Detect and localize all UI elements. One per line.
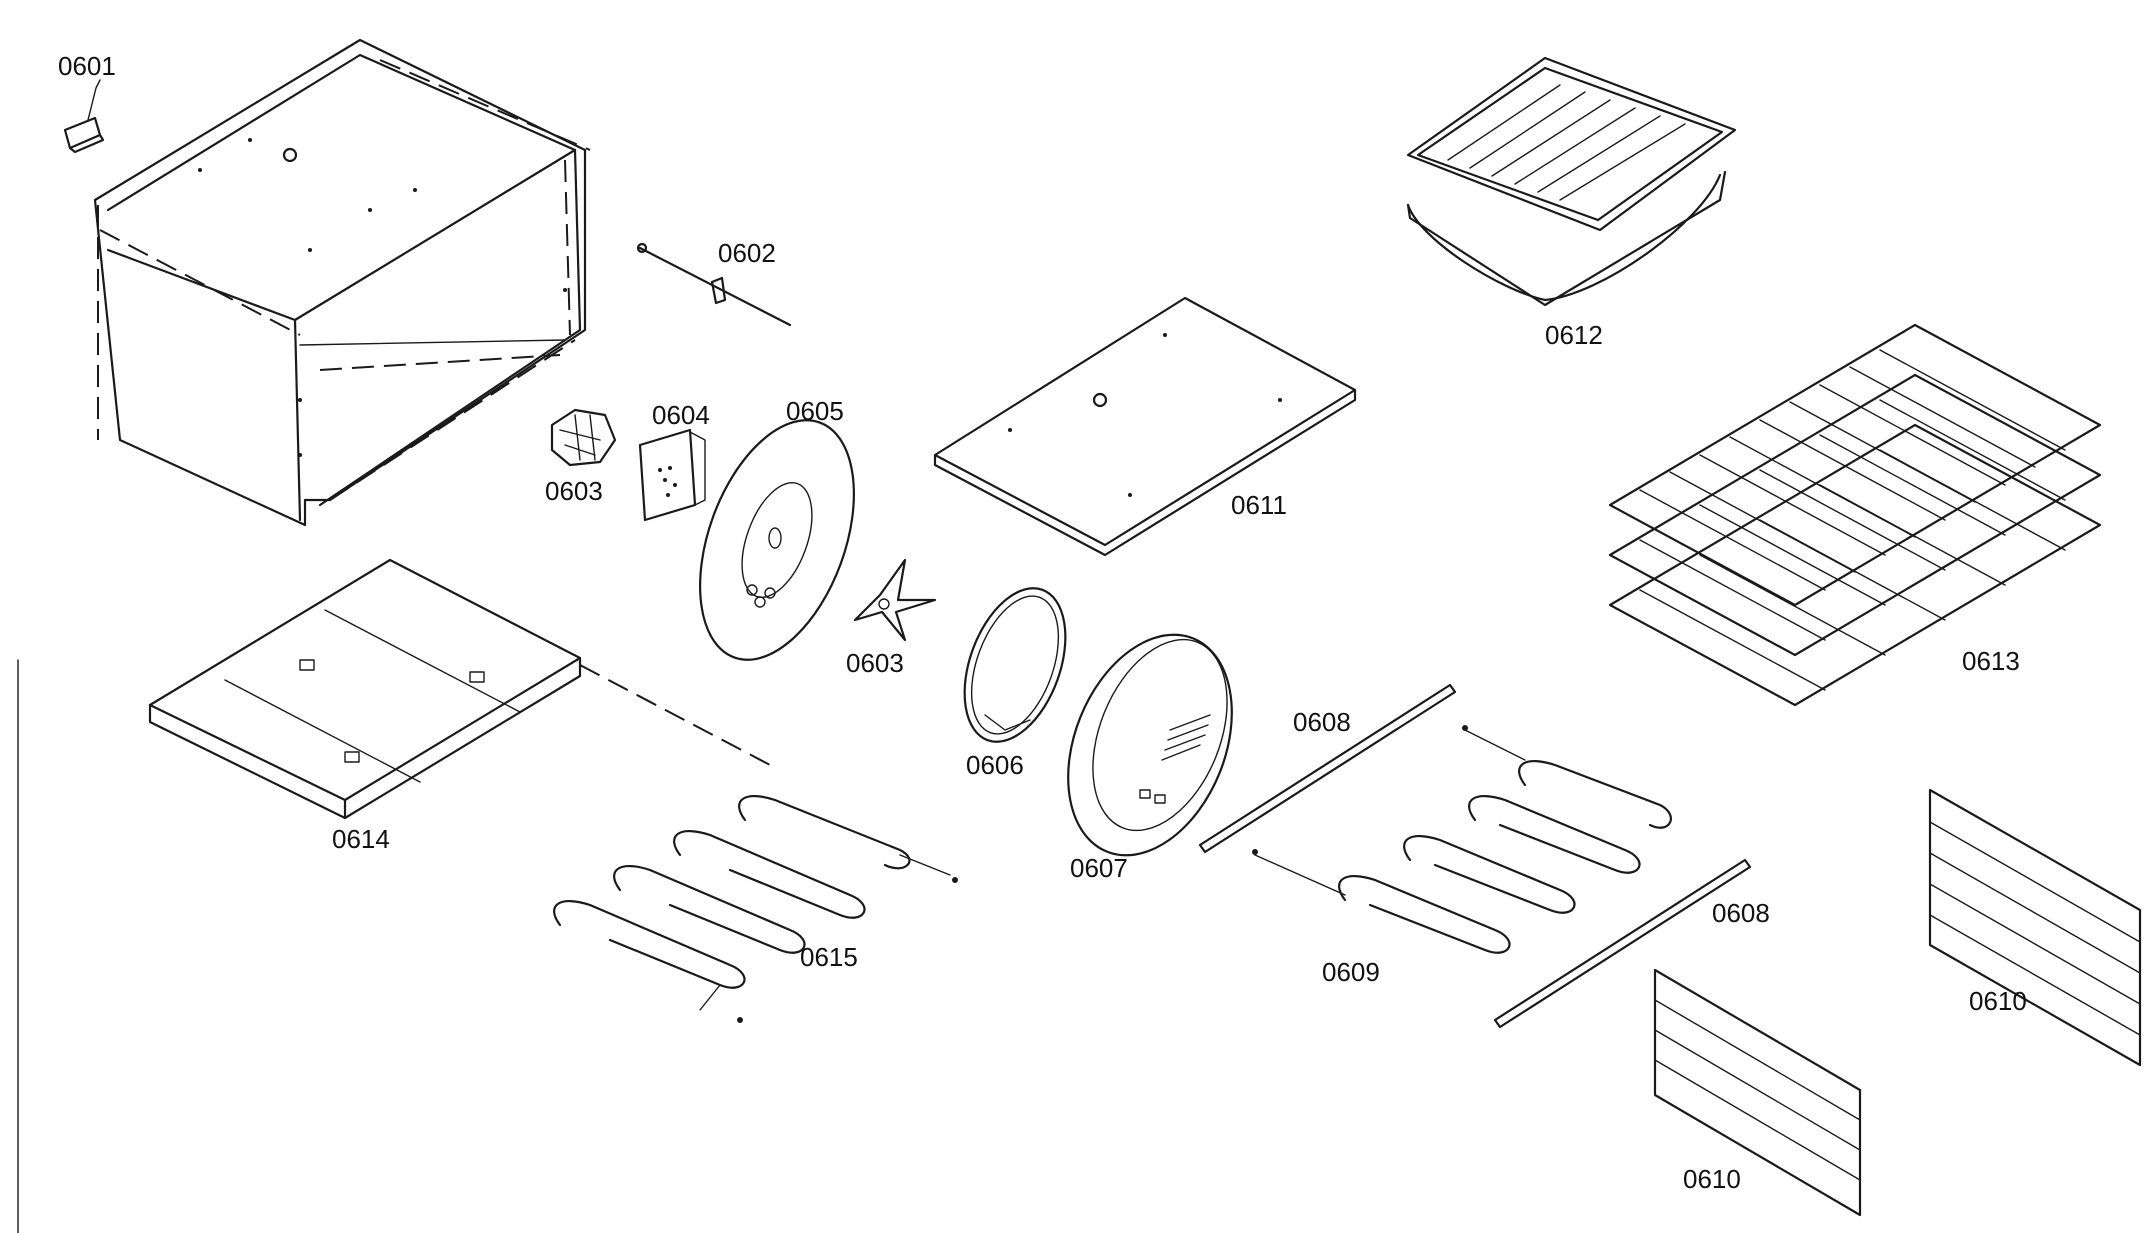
callout-0605: 0605	[786, 396, 844, 426]
callout-0608-lower: 0608	[1712, 898, 1770, 928]
callout-0610-right: 0610	[1969, 986, 2027, 1016]
part-0604-drawing	[638, 428, 706, 522]
callout-0613: 0613	[1962, 646, 2020, 676]
part-0615-drawing	[553, 795, 958, 1023]
part-0613-drawing	[1608, 323, 2102, 707]
callout-0603-motor: 0603	[545, 476, 603, 506]
callout-0614: 0614	[332, 824, 390, 854]
callout-0610-lower: 0610	[1683, 1164, 1741, 1194]
part-0605-drawing	[699, 419, 855, 661]
callout-0604: 0604	[652, 400, 710, 430]
callout-0609: 0609	[1322, 957, 1380, 987]
part-0607-drawing	[1067, 633, 1233, 857]
part-0610-right-drawing	[1928, 788, 2142, 1067]
callout-0601: 0601	[58, 51, 116, 81]
part-0609-drawing	[1252, 725, 1672, 954]
callout-0603-fan: 0603	[846, 648, 904, 678]
callout-0615: 0615	[800, 942, 858, 972]
oven-cavity-drawing	[93, 38, 591, 527]
callout-0608-upper: 0608	[1293, 707, 1351, 737]
part-0610-lower-drawing	[1653, 968, 1862, 1217]
part-0611-drawing	[933, 296, 1357, 557]
part-0608-lower-drawing	[1493, 858, 1752, 1029]
part-0602-drawing	[636, 242, 792, 327]
part-0603-fan-drawing	[853, 558, 937, 642]
part-0601-drawing	[63, 79, 105, 154]
part-0614-drawing	[148, 558, 582, 820]
part-0612-drawing	[1406, 56, 1737, 307]
callout-0611: 0611	[1231, 490, 1287, 520]
part-0606-drawing	[963, 587, 1067, 743]
callout-0612: 0612	[1545, 320, 1603, 350]
leader-dash	[579, 664, 771, 766]
part-0603-motor-drawing	[550, 408, 617, 467]
callout-0607: 0607	[1070, 853, 1128, 883]
callout-0602: 0602	[718, 238, 776, 268]
part-0608-upper-drawing	[1198, 683, 1457, 854]
callout-0606: 0606	[966, 750, 1024, 780]
